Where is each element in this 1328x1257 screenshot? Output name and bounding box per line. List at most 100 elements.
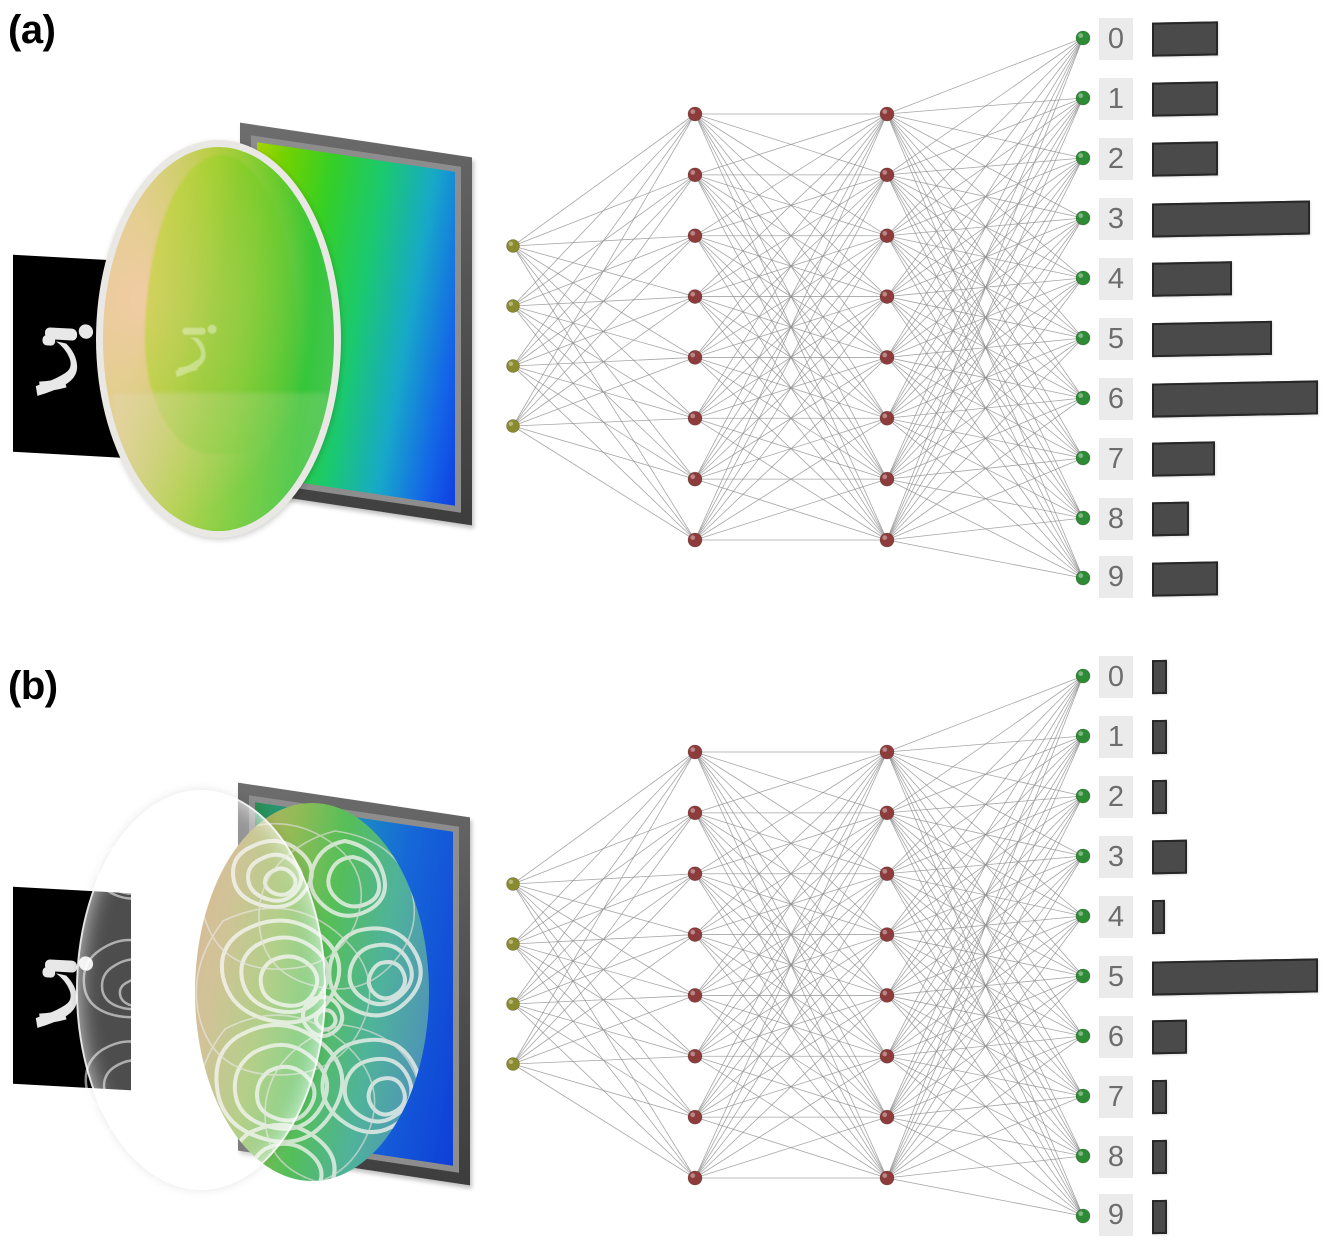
lens-aperture (103, 147, 334, 531)
output-node-7 (1075, 450, 1091, 466)
network-edge (886, 873, 1084, 977)
node-highlight (1078, 911, 1084, 916)
node-highlight (1078, 971, 1084, 976)
score-bar-7 (1152, 441, 1216, 477)
score-bar-9 (1152, 1199, 1167, 1235)
score-bar-8 (1152, 501, 1189, 537)
network-edge (694, 1116, 888, 1179)
node-highlight (882, 747, 888, 752)
network-edge (886, 235, 1084, 339)
network-edge (886, 1155, 1084, 1179)
output-node-1 (1075, 90, 1091, 106)
node-highlight (1078, 513, 1084, 518)
output-label-7: 7 (1099, 1076, 1133, 1118)
panel-b-neural-network (495, 658, 1095, 1238)
lens-lower-shade (112, 392, 330, 531)
network-edge (694, 812, 888, 1179)
node-highlight (1078, 851, 1084, 856)
network-edge (694, 751, 888, 1057)
node-highlight (1078, 1211, 1084, 1216)
node-highlight (882, 1112, 888, 1118)
network-edge (886, 915, 1084, 1179)
hidden1-node-0 (687, 744, 703, 760)
network-edge (886, 113, 1084, 219)
network-edge (886, 457, 1084, 541)
network-edge (886, 812, 1084, 917)
node-highlight (690, 990, 696, 996)
node-highlight (508, 999, 514, 1004)
score-bar-1 (1152, 81, 1219, 117)
output-label-9: 9 (1099, 556, 1133, 598)
hidden2-node-5 (879, 1048, 895, 1064)
network-edge (694, 174, 888, 541)
output-node-9 (1075, 570, 1091, 586)
output-label-2: 2 (1099, 138, 1133, 180)
output-node-5 (1075, 330, 1091, 346)
hidden1-node-1 (687, 805, 703, 821)
hidden2-node-0 (879, 744, 895, 760)
output-node-2 (1075, 150, 1091, 166)
node-highlight (1078, 93, 1084, 99)
network-edge (886, 995, 1084, 1097)
score-bar-6 (1152, 1019, 1187, 1055)
node-highlight (690, 170, 696, 175)
network-edge (886, 812, 1084, 977)
hidden1-node-3 (687, 289, 703, 304)
node-highlight (690, 291, 696, 297)
node-highlight (882, 990, 888, 996)
network-edge (886, 357, 1084, 459)
node-highlight (1078, 1091, 1084, 1096)
hidden1-node-4 (687, 350, 703, 365)
node-highlight (690, 230, 696, 236)
score-bar-5 (1152, 320, 1272, 358)
node-highlight (1078, 731, 1084, 736)
glass-contour-lines (82, 842, 174, 1187)
network-edge (886, 296, 1084, 459)
network-edge (886, 975, 1084, 1179)
node-highlight (1078, 671, 1084, 676)
output-node-0 (1075, 30, 1091, 46)
panel-b-metasurface (76, 790, 436, 1190)
panel-a-lens (96, 140, 341, 538)
network-edge (512, 296, 696, 427)
node-highlight (690, 1051, 696, 1057)
panel-b-optics-assembly (0, 628, 500, 1257)
node-highlight (1078, 153, 1084, 158)
network-edge (512, 113, 696, 367)
network-edge (512, 357, 696, 427)
output-label-4: 4 (1099, 896, 1133, 938)
network-edge (694, 113, 888, 541)
node-highlight (690, 1173, 696, 1178)
node-highlight (1078, 1031, 1084, 1036)
node-highlight (882, 929, 888, 935)
network-edge (886, 113, 1084, 279)
score-bar-9 (1152, 561, 1219, 597)
hidden2-node-3 (879, 289, 895, 304)
network-edge (886, 1116, 1084, 1217)
network-edge (694, 751, 888, 814)
hidden1-node-7 (687, 1170, 703, 1186)
network-edge (512, 245, 696, 358)
network-edge (512, 883, 696, 996)
network-edge (886, 37, 1084, 115)
network-edge (886, 217, 1084, 541)
output-label-0: 0 (1099, 18, 1133, 60)
output-node-3 (1075, 848, 1091, 864)
network-edge (886, 934, 1084, 1097)
hidden1-node-7 (687, 532, 703, 548)
node-highlight (690, 474, 696, 480)
node-highlight (882, 230, 888, 236)
network-edge (512, 235, 696, 427)
network-edge (512, 873, 696, 1065)
output-node-0 (1075, 668, 1091, 684)
network-edge (512, 113, 696, 247)
input-node-2 (506, 997, 520, 1011)
network-edge (886, 795, 1084, 1179)
network-edge (886, 675, 1084, 814)
network-edge (694, 751, 888, 996)
hidden1-node-2 (687, 228, 703, 244)
network-edge (886, 873, 1084, 1037)
network-edge (886, 751, 1084, 917)
network-edge (512, 1055, 696, 1065)
node-highlight (508, 1059, 514, 1064)
